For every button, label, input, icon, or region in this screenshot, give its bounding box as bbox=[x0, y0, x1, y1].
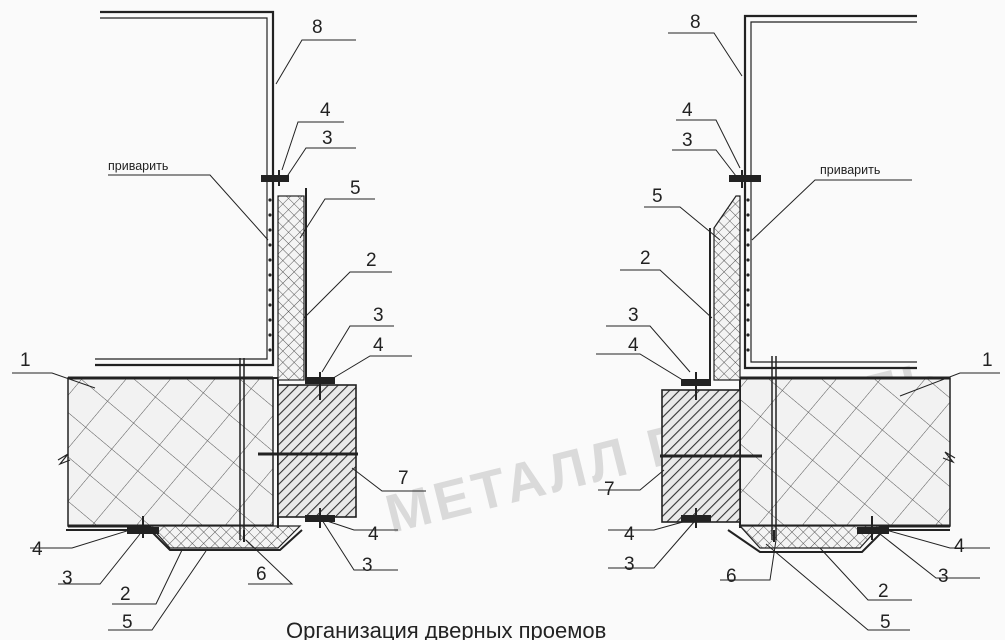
callout-5-left-top: 5 bbox=[350, 178, 361, 199]
callout-6-left: 6 bbox=[256, 564, 267, 585]
foam-seal-vertical-right bbox=[713, 195, 741, 381]
callout-3-left-base: 3 bbox=[62, 568, 73, 589]
callout-3-right-top: 3 bbox=[682, 130, 693, 151]
callout-3-right-mid: 3 bbox=[628, 305, 639, 326]
callout-8-right: 8 bbox=[690, 12, 701, 33]
callout-4-left-top: 4 bbox=[320, 100, 331, 121]
weld-note-right: приварить bbox=[820, 163, 880, 177]
callout-4-right-bottom: 4 bbox=[624, 524, 635, 545]
sandwich-panel-left bbox=[67, 377, 274, 527]
callout-2-right-top: 2 bbox=[640, 248, 651, 269]
callout-4-left-mid: 4 bbox=[373, 335, 384, 356]
foam-seal-bottom-left bbox=[148, 525, 302, 549]
callout-7-right: 7 bbox=[604, 479, 615, 500]
callout-2-left-top: 2 bbox=[366, 250, 377, 271]
callout-1-left: 1 bbox=[20, 350, 31, 371]
callout-3-left-mid: 3 bbox=[373, 305, 384, 326]
callout-2-right-base: 2 bbox=[878, 581, 889, 602]
callout-3-left-bottom: 3 bbox=[362, 555, 373, 576]
callout-5-right-top: 5 bbox=[652, 186, 663, 207]
callout-2-left-base: 2 bbox=[120, 584, 131, 605]
callout-3-right-base: 3 bbox=[938, 566, 949, 587]
callout-5-right-base: 5 bbox=[880, 612, 891, 633]
callout-1-right: 1 bbox=[982, 350, 993, 371]
callout-7-left: 7 bbox=[398, 468, 409, 489]
sandwich-panel-right bbox=[739, 377, 951, 527]
right-detail: 8 4 3 приварить 5 2 3 4 1 7 4 3 6 2 4 3 … bbox=[596, 12, 1000, 633]
callout-6-right: 6 bbox=[726, 566, 737, 587]
callout-8-left: 8 bbox=[312, 17, 323, 38]
callout-3-right-bottom: 3 bbox=[624, 554, 635, 575]
weld-note-left: приварить bbox=[108, 159, 168, 173]
diagram-caption: Организация дверных проемов bbox=[286, 618, 606, 640]
callout-4-right-base: 4 bbox=[954, 536, 965, 557]
left-detail: 1 8 4 3 приварить 5 2 3 4 7 4 3 4 3 2 6 … bbox=[12, 10, 426, 633]
timber-block-left bbox=[277, 384, 357, 518]
callout-4-left-base: 4 bbox=[32, 539, 43, 560]
callout-4-right-top: 4 bbox=[682, 100, 693, 121]
callout-4-right-mid: 4 bbox=[628, 335, 639, 356]
callout-3-left-top: 3 bbox=[322, 128, 333, 149]
callout-4-left-bottom: 4 bbox=[368, 524, 379, 545]
callout-5-left-base: 5 bbox=[122, 612, 133, 633]
foam-seal-vertical-left bbox=[277, 195, 305, 381]
